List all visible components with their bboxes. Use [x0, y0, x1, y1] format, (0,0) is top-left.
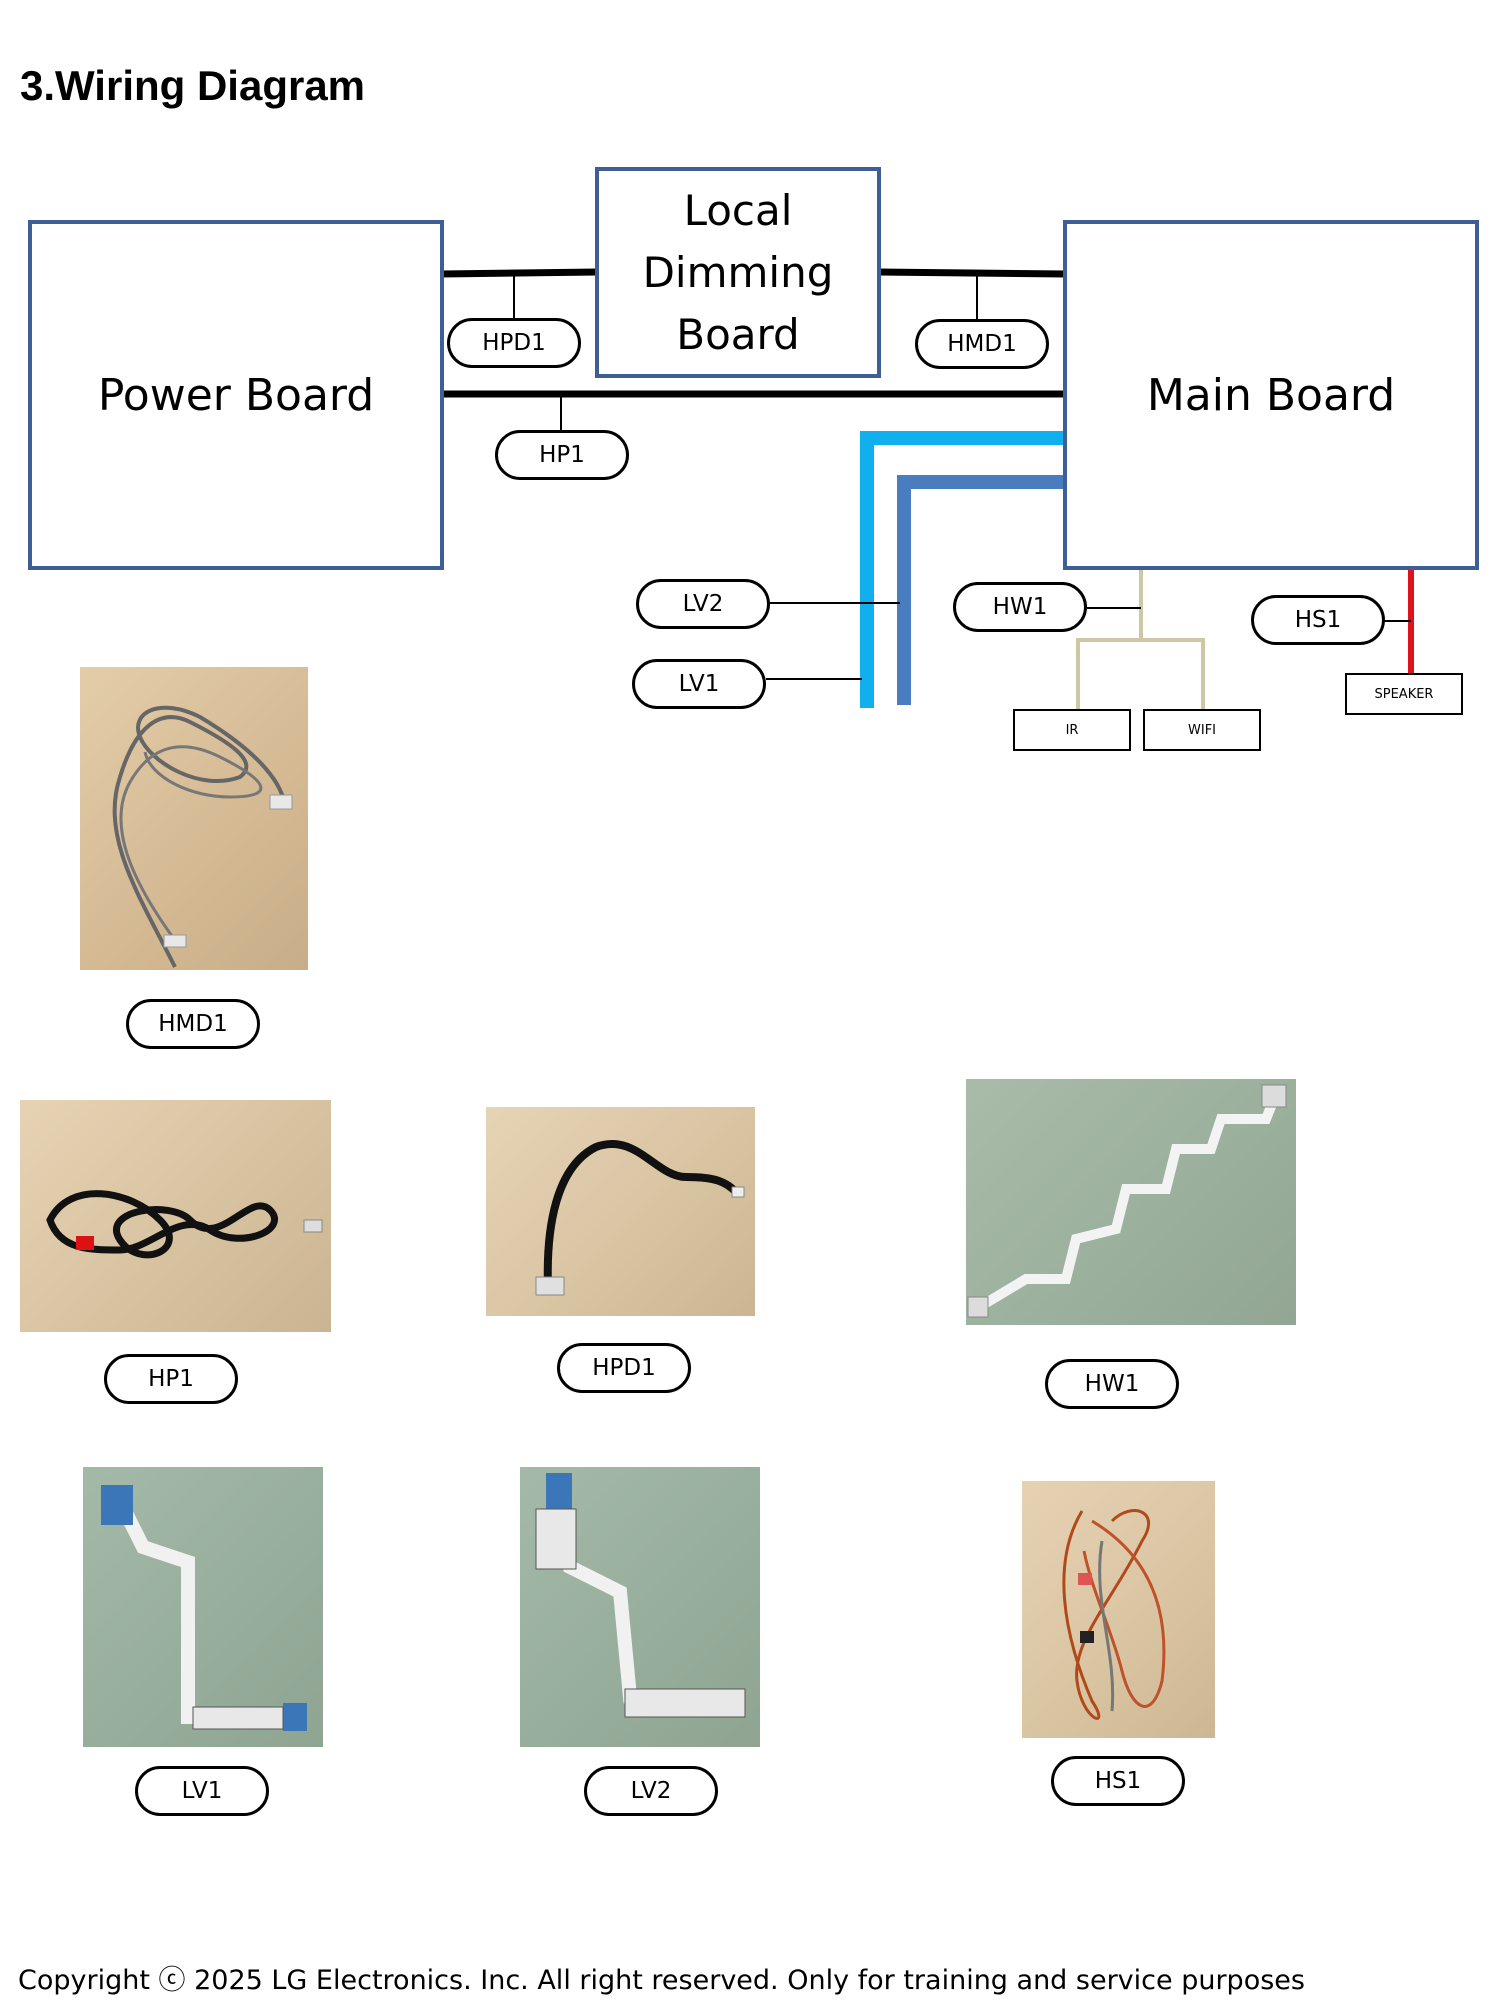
copyright-notice: Copyright ⓒ 2025 LG Electronics. Inc. Al…: [18, 1965, 1305, 1996]
hpd1-cable-drawing: [535, 1140, 745, 1296]
connector-lv1-label: LV1: [632, 659, 766, 709]
photo-hp1-label: HP1: [104, 1354, 238, 1404]
main-board-label: Main Board: [1146, 369, 1396, 421]
local-dimming-label-line3: Board: [676, 309, 800, 359]
main-board: Main Board: [1063, 220, 1479, 570]
connector-hmd1-label: HMD1: [915, 319, 1049, 369]
lv2-cable-photo: [520, 1467, 760, 1747]
local-dimming-label-line2: Dimming: [642, 247, 834, 297]
hmd1-cable-photo: [80, 667, 308, 970]
lv1-cable: [860, 431, 1065, 708]
hw1-cable-photo: [966, 1079, 1296, 1325]
hw1-cable-drawing: [967, 1084, 1287, 1318]
photo-hw1-label: HW1: [1045, 1359, 1179, 1409]
hw1-branch: [1076, 638, 1205, 710]
hp1-cable-photo: [20, 1100, 331, 1332]
photo-lv1-label: LV1: [135, 1766, 269, 1816]
lv2-cable: [897, 475, 1065, 705]
connector-hw1-label: HW1: [953, 582, 1087, 632]
wifi-module: WIFI: [1143, 709, 1261, 751]
ir-module: IR: [1013, 709, 1131, 751]
photo-hpd1-label: HPD1: [557, 1343, 691, 1393]
speaker: SPEAKER: [1345, 673, 1463, 715]
local-dimming-label-line1: Local: [683, 185, 793, 235]
photo-hs1-label: HS1: [1051, 1756, 1185, 1806]
lv2-cable-drawing: [535, 1473, 746, 1718]
connector-hp1-label: HP1: [495, 430, 629, 480]
lv1-cable-photo: [83, 1467, 323, 1747]
hp1-cable-drawing: [46, 1190, 323, 1259]
hmd1-cable: [879, 268, 1066, 278]
page-title: 3.Wiring Diagram: [20, 62, 366, 109]
hs1-cable-drawing: [1062, 1509, 1166, 1720]
hmd1-cable-drawing: [112, 705, 293, 968]
power-board-label: Power Board: [97, 369, 375, 421]
hpd1-cable: [441, 268, 599, 278]
photo-lv2-label: LV2: [584, 1766, 718, 1816]
local-dimming-board: Local Dimming Board: [595, 167, 881, 378]
power-board: Power Board: [28, 220, 444, 570]
connector-lv2-label: LV2: [636, 579, 770, 629]
connector-hpd1-label: HPD1: [447, 318, 581, 368]
hs1-cable-photo: [1022, 1481, 1215, 1738]
lv1-cable-drawing: [101, 1485, 307, 1731]
wiring-diagram-lines: [441, 268, 1414, 710]
hpd1-cable-photo: [486, 1107, 755, 1316]
photo-hmd1-label: HMD1: [126, 999, 260, 1049]
connector-hs1-label: HS1: [1251, 595, 1385, 645]
